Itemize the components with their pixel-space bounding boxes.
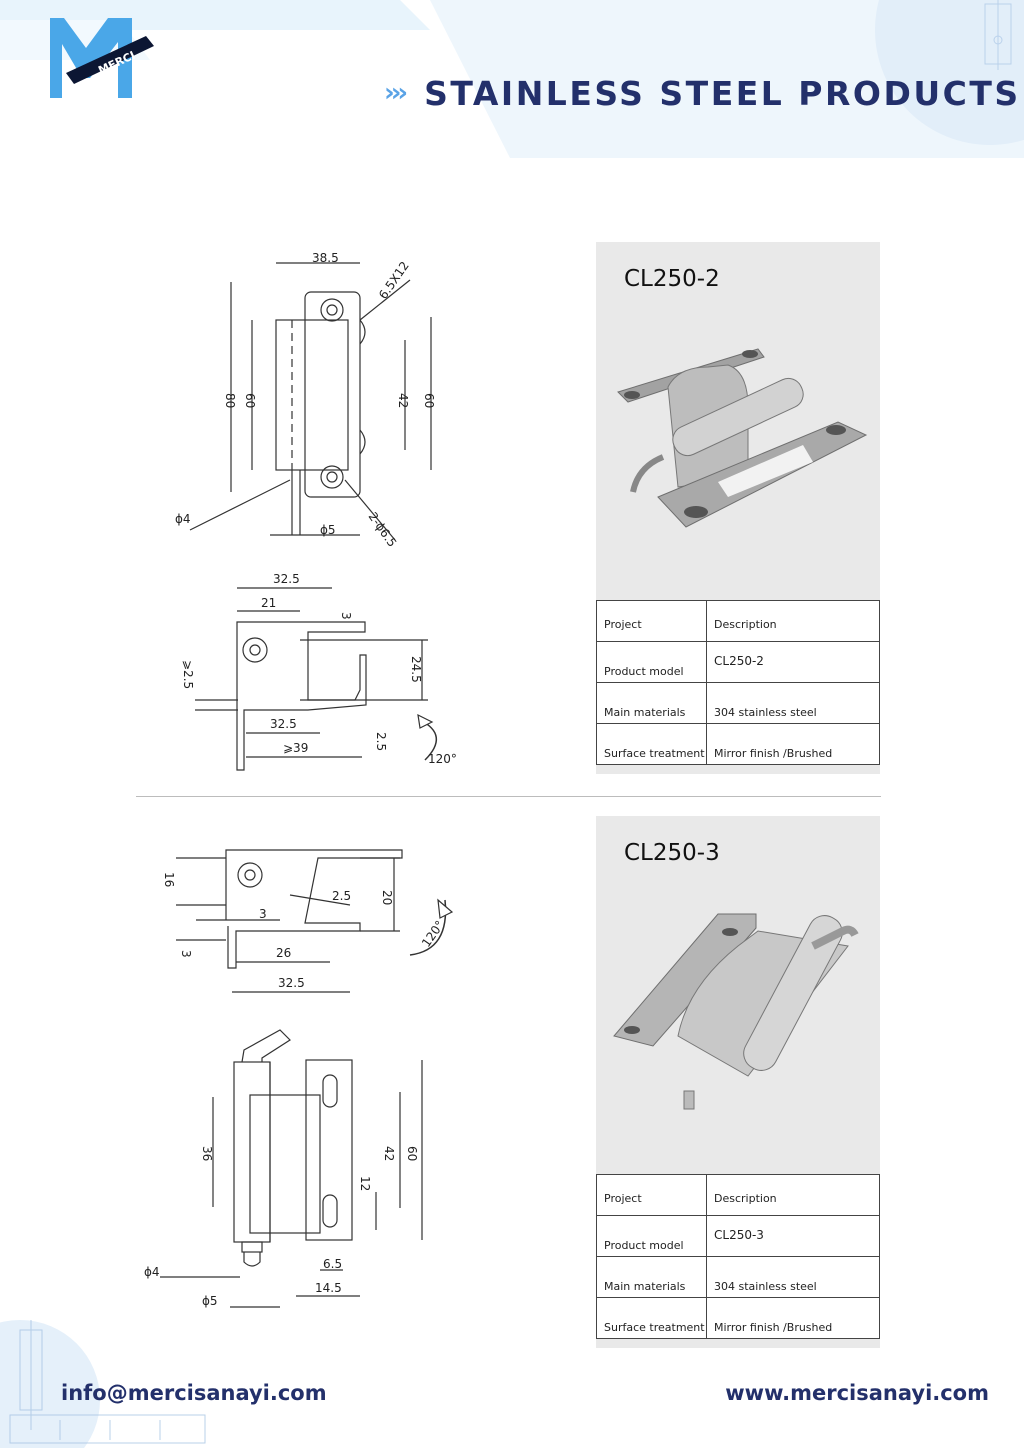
website-link[interactable]: www.mercisanayi.com [725,1381,989,1405]
row-label-main-materials: Main materials [596,682,707,724]
dim-slot-span-2: 42 [382,1146,396,1161]
dim-height-inner: 60 [243,393,257,408]
cl250-2-hinge-photo [617,348,868,528]
page-title: STAINLESS STEEL PRODUCTS [424,73,1021,113]
cl250-3-spec-table: Project Description Product model CL250-… [596,1174,880,1339]
cl250-3-card: CL250-3 Project Description Product mode… [596,816,880,1348]
row-label-surface-treatment: Surface treatment [596,723,707,765]
dim-gap-bottom: 3 [179,950,193,958]
row-label-product-model: Product model [596,641,707,683]
dim-hole-spec: 6.5X12 [376,259,412,302]
row-value-product-model: CL250-2 [706,641,880,683]
dim-angle: 120° [428,752,457,766]
dim-slot-len: 12 [358,1176,372,1191]
dim-right-height: 60 [422,393,436,408]
dim-gap-top: 16 [162,872,176,887]
row-value-main-materials: 304 stainless steel [706,682,880,724]
row-value-main-materials: 304 stainless steel [706,1256,880,1298]
merci-logo: MERCI [50,18,154,98]
row-label-main-materials: Main materials [596,1256,707,1298]
dim-inner-width: 26 [276,946,291,960]
cl250-3-hinge-photo [613,913,859,1110]
row-value-product-model: CL250-3 [706,1215,880,1257]
footer-corner-decoration [0,1320,206,1448]
dim-bolt-dia: ϕ5 [320,523,336,537]
table-header-project: Project [596,1174,707,1216]
dim-min-gap: ⩾2.5 [181,660,195,689]
model-title: CL250-3 [624,840,720,866]
header-title-block: ››› STAINLESS STEEL PRODUCTS [384,70,1021,116]
cl250-2-card: CL250-2 Project Description Product mode… [596,242,880,774]
dim-min-width: ⩾39 [283,741,308,755]
cl250-2-front-drawing: 38.5 6.5X12 80 60 42 60 ϕ4 ϕ5 2-ϕ6.5 [175,251,436,550]
dim-body-height: 36 [200,1146,214,1161]
row-value-surface-treatment: Mirror finish /Brushed [706,1297,880,1339]
dim-slot-w: 6.5 [323,1257,342,1271]
cl250-3-front-drawing: 36 42 60 12 6.5 14.5 ϕ4 ϕ5 [144,1029,423,1308]
dim-plan-inner: 21 [261,596,276,610]
dim-height-outer: 80 [223,393,237,408]
dim-depth: 24.5 [409,656,423,683]
model-title: CL250-2 [624,266,720,292]
cl250-2-spec-table: Project Description Product model CL250-… [596,600,880,765]
table-header-description: Description [706,1174,880,1216]
dim-outer-width: 32.5 [278,976,305,990]
dim-top-width: 38.5 [312,251,339,265]
row-value-surface-treatment: Mirror finish /Brushed [706,723,880,765]
dim-bottom-inner: 32.5 [270,717,297,731]
cl250-2-plan-drawing: 32.5 21 3 ⩾2.5 24.5 32.5 ⩾39 2.5 120° [181,572,457,771]
dim-pin-dia: ϕ4 [175,512,191,526]
dim-slot-span: 42 [396,393,410,408]
cl250-3-plan-drawing: 16 2.5 20 3 3 26 32.5 120° [162,849,454,993]
table-header-project: Project [596,600,707,642]
dim-plan-width: 32.5 [273,572,300,586]
dim-height: 20 [380,890,394,905]
dim-thickness: 3 [339,612,353,620]
dim-leaf: 3 [259,907,267,921]
table-header-description: Description [706,600,880,642]
email-link[interactable]: info@mercisanayi.com [61,1381,327,1405]
dim-total-height: 60 [405,1146,419,1161]
dim-angle-2: 120° [419,918,447,950]
dim-offset: 2.5 [332,889,351,903]
dim-pin-dia-2: ϕ4 [144,1265,160,1279]
dim-holes: 2-ϕ6.5 [366,510,400,550]
row-label-surface-treatment: Surface treatment [596,1297,707,1339]
section-divider [136,796,881,797]
dim-bolt-dia-2: ϕ5 [202,1294,218,1308]
dim-bottom-thick: 2.5 [374,732,388,751]
dim-leaf-w: 14.5 [315,1281,342,1295]
chevron-arrows-icon: ››› [384,78,408,108]
row-label-product-model: Product model [596,1215,707,1257]
